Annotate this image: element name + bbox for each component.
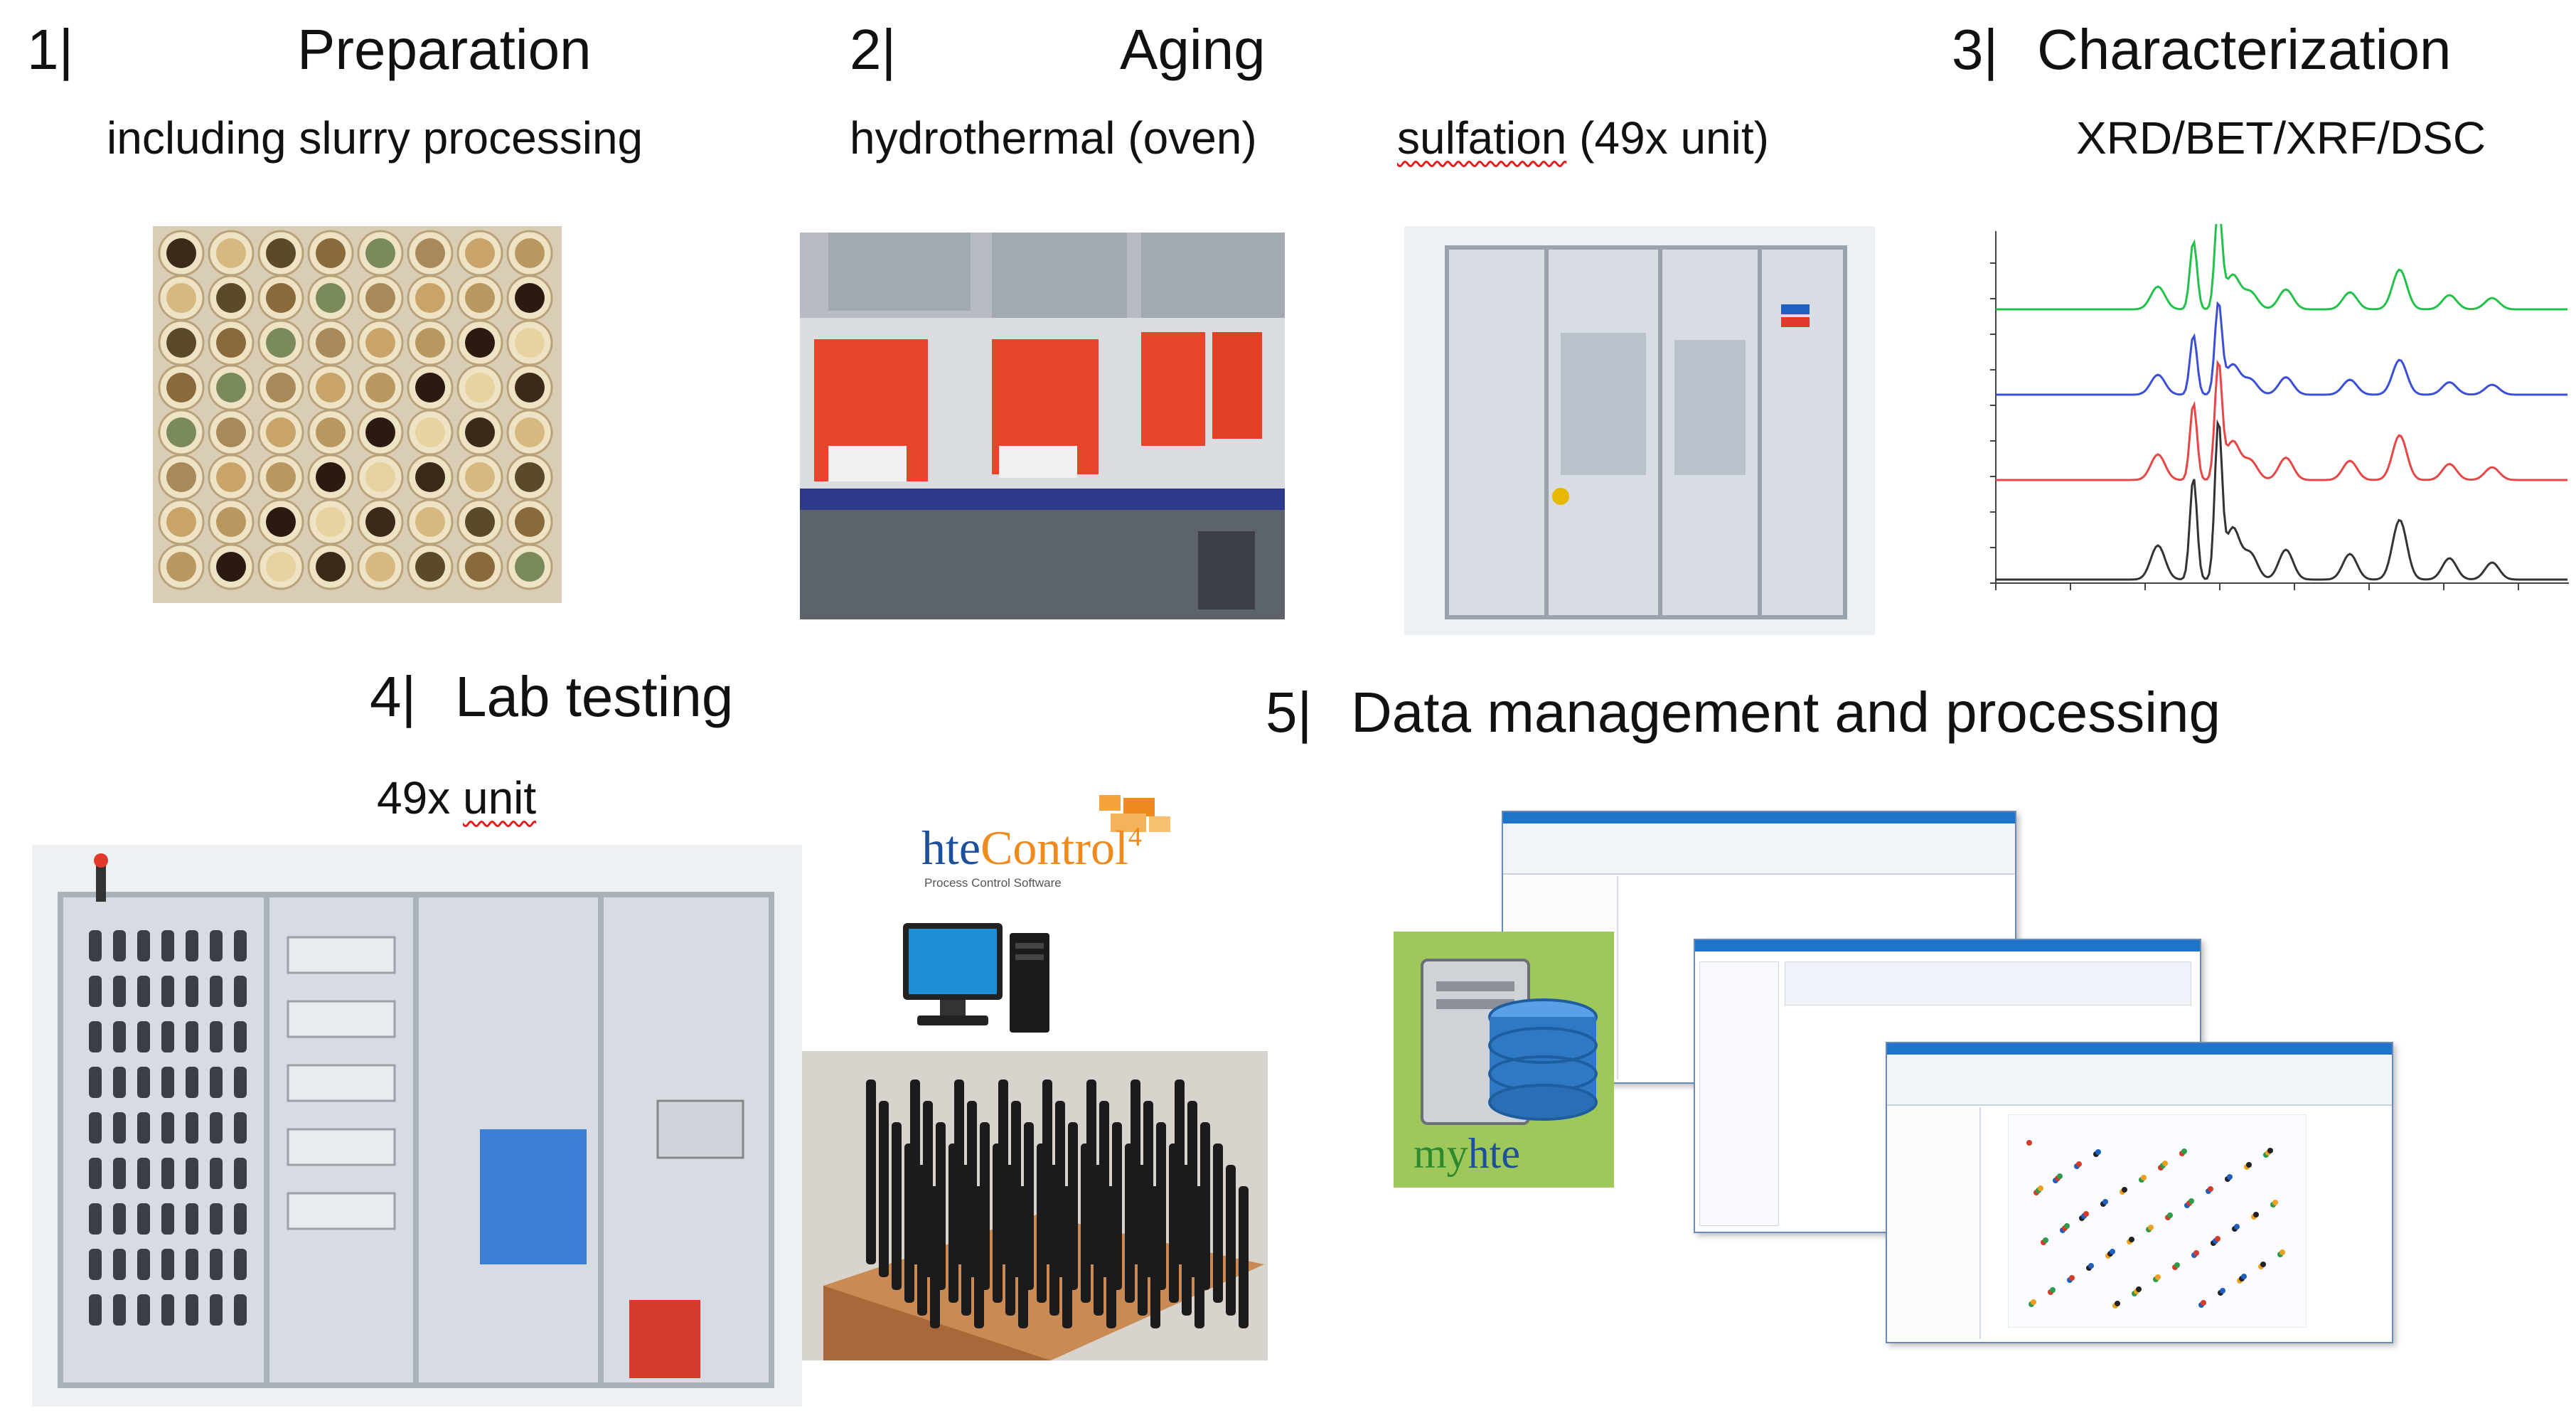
subtitle-unit-word: unit — [462, 772, 537, 823]
oven-illustration — [800, 233, 1285, 619]
section-4-title: Lab testing — [455, 665, 734, 728]
hte-word: hte — [1468, 1130, 1520, 1177]
section-3-title: Characterization — [2037, 18, 2452, 81]
window-tree-panel — [1699, 961, 1779, 1226]
section-2-number: 2| — [850, 18, 897, 81]
window-ribbon — [1887, 1055, 2392, 1106]
hte-logo-squares-icon — [1099, 795, 1170, 832]
slurry-tray-photo — [153, 226, 562, 603]
section-1-number: 1| — [27, 18, 74, 81]
sulfation-unit-illustration — [1404, 226, 1875, 635]
window-header-panel — [1785, 961, 2191, 1006]
myhte-wordmark: myhte — [1413, 1132, 1520, 1175]
window-titlebar — [1503, 812, 2015, 823]
section-1-subtitle: including slurry processing — [107, 112, 643, 164]
my-word: my — [1413, 1130, 1468, 1177]
reactor-block-photo — [802, 1051, 1268, 1360]
window-titlebar — [1695, 940, 2200, 951]
section-4-number: 4| — [370, 665, 417, 728]
sulfation-rest: (49x unit) — [1566, 112, 1769, 164]
reactor-block-illustration — [802, 1051, 1268, 1360]
software-window-front — [1886, 1042, 2393, 1343]
window-sidebar — [1887, 1107, 1981, 1339]
hte-word: hte — [921, 821, 981, 875]
lab-testing-unit-photo — [32, 845, 802, 1407]
hte-control-tagline: Process Control Software — [924, 876, 1062, 890]
section-3-number: 3| — [1952, 18, 1999, 81]
subtitle-49x: 49x — [377, 772, 463, 823]
xrd-pattern-illustration — [1952, 224, 2569, 633]
section-2-subtitle-hydrothermal: hydrothermal (oven) — [850, 112, 1257, 164]
hydrothermal-oven-photo — [800, 233, 1285, 619]
myhte-database-icon: myhte — [1394, 932, 1614, 1188]
control-word: Control — [980, 821, 1128, 875]
computer-icon — [903, 919, 1059, 1040]
window-scatter-plot — [2008, 1114, 2307, 1328]
hte-control-logo: hteControl4 Process Control Software — [921, 791, 1192, 897]
window-titlebar — [1887, 1043, 2392, 1055]
sulfation-word: sulfation — [1397, 112, 1567, 164]
xrd-pattern-plot — [1952, 224, 2569, 633]
window-ribbon — [1503, 823, 2015, 875]
section-5-title: Data management and processing — [1351, 681, 2220, 744]
control-version: 4 — [1128, 822, 1142, 852]
hte-control-wordmark: hteControl4 — [921, 823, 1142, 872]
sulfation-unit-photo — [1404, 226, 1875, 635]
section-1-title: Preparation — [297, 18, 592, 81]
slurry-tray-illustration — [153, 226, 562, 603]
section-3-subtitle: XRD/BET/XRF/DSC — [2076, 112, 2486, 164]
section-5-number: 5| — [1266, 681, 1313, 744]
section-2-title: Aging — [1120, 18, 1266, 81]
section-4-subtitle: 49x unit — [377, 775, 536, 821]
lab-testing-unit-illustration — [32, 845, 802, 1407]
section-2-subtitle-sulfation: sulfation (49x unit) — [1397, 115, 1769, 161]
